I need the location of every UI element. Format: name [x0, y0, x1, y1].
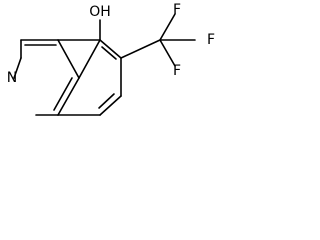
fluorine-top-label: F [173, 2, 181, 18]
bond-c6-cf3 [120, 39, 161, 59]
bond-c8a-c1 [57, 77, 80, 116]
bond-c5-c6-inner [101, 46, 117, 60]
molecule-structure: OH N F F F [7, 2, 215, 116]
bond-c4a-c8a [57, 39, 80, 79]
fluorine-bottom-label: F [173, 63, 181, 79]
hydroxyl-label: OH [89, 4, 111, 20]
bond-c8a-c1-inner [53, 77, 73, 111]
bond-cf3-f-top [159, 13, 176, 41]
fluorine-right-label: F [207, 32, 215, 48]
bond-c7-c8-inner [98, 93, 115, 109]
structure-canvas: OH N F F F [0, 0, 224, 134]
bond-cf3-f-bottom [159, 39, 176, 67]
nitrogen-label: N [7, 70, 17, 86]
bond-c5-c6 [99, 39, 122, 59]
bond-n2-c3 [13, 57, 22, 79]
bond-c5-c8a [78, 39, 101, 79]
bond-c7-c8 [99, 95, 122, 116]
